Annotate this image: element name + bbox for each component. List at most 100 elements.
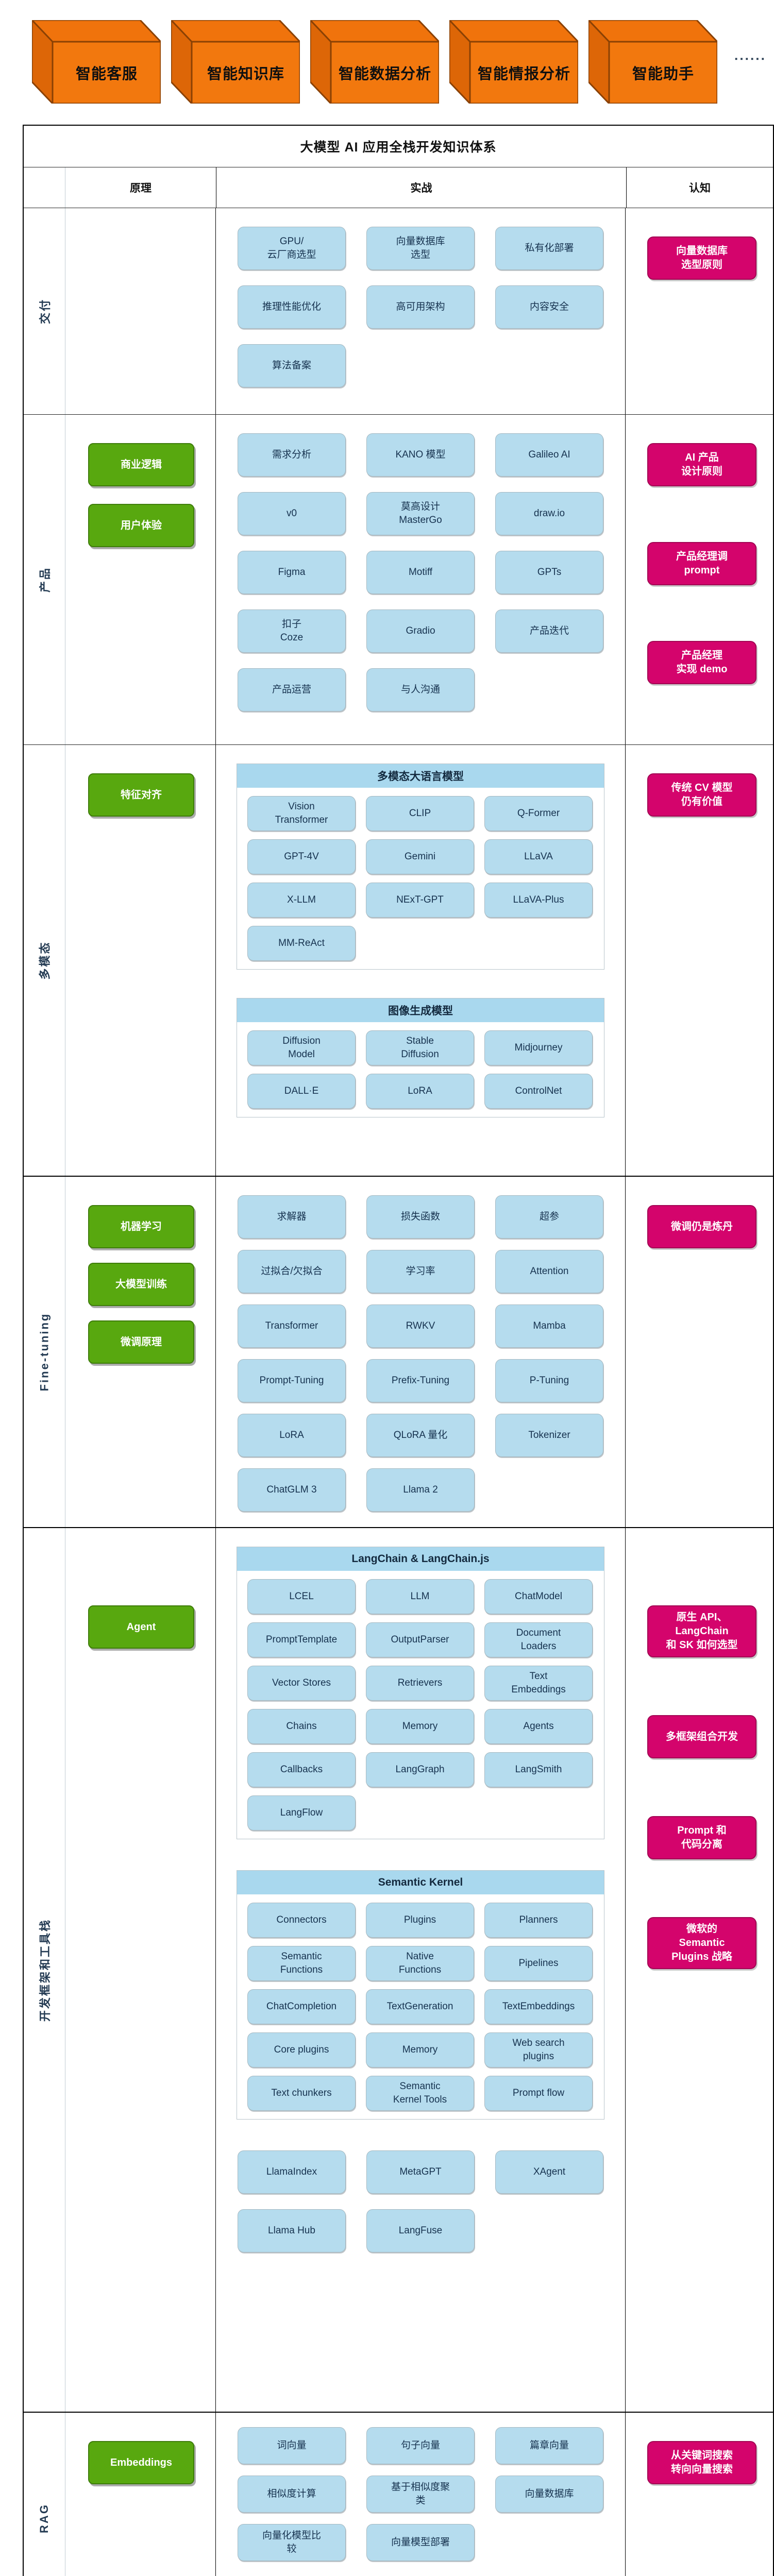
row-label-cell: 产品 — [24, 415, 65, 744]
practice-box: X-LLM — [247, 883, 356, 918]
practice-box: 向量数据库 — [495, 2476, 603, 2513]
practice-box: ChatModel — [484, 1579, 593, 1614]
practice-grid-row: 向量化模型比 较向量模型部署 — [216, 2524, 625, 2561]
practice-box: Llama 2 — [366, 1468, 475, 1512]
group-row: LangFlow — [247, 1795, 594, 1831]
practice-box: Attention — [495, 1250, 603, 1293]
practice-box: 内容安全 — [495, 285, 603, 329]
practice-box: Tokenizer — [495, 1414, 603, 1457]
practice-box: Figma — [238, 551, 346, 594]
cube-label: 智能数据分析 — [338, 66, 431, 82]
practice-box: Pipelines — [484, 1946, 593, 1981]
practice-box: draw.io — [495, 492, 603, 535]
application-cubes-row: 智能客服 智能知识库 智能数据分析 智能情报分析 — [32, 20, 774, 104]
cube-label: 智能客服 — [75, 66, 138, 82]
principle-cell: Embeddings — [65, 2413, 216, 2576]
practice-box: QLoRA 量化 — [366, 1414, 475, 1457]
principle-box: 微调原理 — [88, 1320, 194, 1364]
practice-box: 词向量 — [238, 2427, 346, 2464]
row-label-cell: RAG — [24, 2413, 65, 2576]
principle-cell: 机器学习大模型训练微调原理 — [65, 1177, 216, 1527]
practice-box: v0 — [238, 492, 346, 535]
row-label-cell: 交付 — [24, 208, 65, 414]
cognition-box: AI 产品 设计原则 — [647, 443, 756, 486]
practice-box: Memory — [366, 1709, 474, 1744]
cognition-box: 产品经理 实现 demo — [647, 641, 756, 684]
practice-box: RWKV — [366, 1304, 475, 1348]
more-apps-ellipsis: ▪▪▪▪▪▪ — [735, 54, 767, 63]
practice-box: LLaVA-Plus — [484, 883, 593, 918]
practice-box: 学习率 — [366, 1250, 475, 1293]
practice-box: Planners — [484, 1903, 593, 1938]
row-label: 产品 — [38, 566, 52, 593]
practice-box: 超参 — [495, 1195, 603, 1239]
app-cube-data-analysis: 智能数据分析 — [310, 20, 439, 104]
practice-box: NExT-GPT — [366, 883, 474, 918]
practice-box: 相似度计算 — [238, 2476, 346, 2513]
practice-box: TextEmbeddings — [484, 1989, 593, 2024]
practice-box: Gradio — [366, 609, 475, 653]
practice-box: LlamaIndex — [238, 2150, 346, 2194]
practice-box: Gemini — [366, 839, 474, 874]
app-cube-knowledge-base: 智能知识库 — [171, 20, 300, 104]
practice-box: Text Embeddings — [484, 1666, 593, 1701]
practice-box: Retrievers — [366, 1666, 474, 1701]
practice-box: XAgent — [495, 2150, 603, 2194]
practice-box: 与人沟通 — [366, 668, 475, 711]
practice-grid: GPU/ 云厂商选型向量数据库 选型私有化部署推理性能优化高可用架构内容安全算法… — [216, 227, 625, 387]
row-label: 交付 — [38, 298, 52, 325]
practice-grid-row: LlamaIndex MetaGPT XAgent — [216, 2150, 625, 2194]
header-cell-cognition: 认知 — [689, 182, 711, 194]
practice-box: Prompt-Tuning — [238, 1359, 346, 1402]
practice-box: MetaGPT — [366, 2150, 475, 2194]
practice-box: Semantic Functions — [247, 1946, 356, 1981]
practice-box: Diffusion Model — [247, 1030, 356, 1065]
cognition-box: 向量数据库 选型原则 — [647, 236, 756, 280]
practice-box: TextGeneration — [366, 1989, 474, 2024]
practice-box: LLaVA — [484, 839, 593, 874]
practice-box: PromptTemplate — [247, 1622, 356, 1657]
practice-box: Chains — [247, 1709, 356, 1744]
cognition-box: Prompt 和 代码分离 — [647, 1816, 756, 1859]
practice-grid-row: GPU/ 云厂商选型向量数据库 选型私有化部署 — [216, 227, 625, 270]
practice-box: Web search plugins — [484, 2032, 593, 2067]
cube-label: 智能知识库 — [207, 66, 284, 82]
practice-box: ControlNet — [484, 1074, 593, 1109]
practice-box: Callbacks — [247, 1752, 356, 1787]
cube-3d-shape-icon — [449, 20, 578, 104]
practice-box: 求解器 — [238, 1195, 346, 1239]
practice-box: LangFuse — [366, 2209, 475, 2252]
practice-box: 过拟合/欠拟合 — [238, 1250, 346, 1293]
practice-box: 算法备案 — [238, 344, 346, 387]
practice-box: 扣子 Coze — [238, 609, 346, 653]
practice-box: Text chunkers — [247, 2076, 356, 2111]
practice-box: LangFlow — [247, 1795, 356, 1831]
group-title: 多模态大语言模型 — [237, 764, 604, 788]
app-cube-customer-service: 智能客服 — [32, 20, 161, 104]
practice-box: P-Tuning — [495, 1359, 603, 1402]
practice-box: GPU/ 云厂商选型 — [238, 227, 346, 270]
cube-label: 智能助手 — [632, 66, 694, 82]
practice-grid-row: 产品运营与人沟通 — [216, 668, 625, 711]
app-cube-assistant: 智能助手 — [588, 20, 717, 104]
table-title: 大模型 AI 应用全栈开发知识体系 — [300, 140, 497, 155]
